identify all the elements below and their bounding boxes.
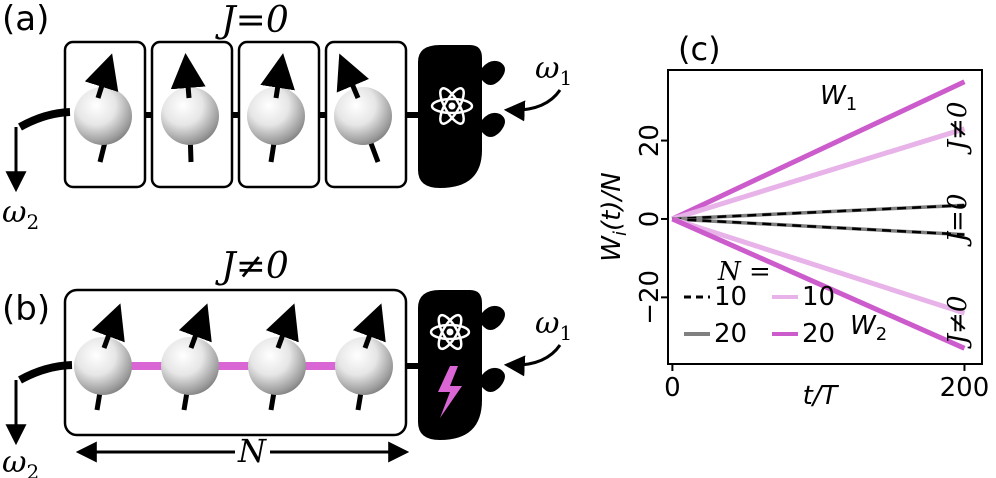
length-label: N — [237, 432, 267, 470]
spin-4 — [334, 53, 392, 163]
label-j-zero: J=0 — [943, 194, 973, 248]
x-axis-label: t/T — [803, 381, 840, 411]
legend-label-3: 20 — [802, 319, 835, 349]
spin-b2 — [161, 303, 219, 411]
y-axis-label: Wi(t)/N — [597, 172, 631, 261]
omega1-b: ω1 — [535, 306, 572, 345]
series-line-6 — [671, 216, 966, 316]
atom-icon — [430, 87, 474, 125]
label-w1: W1 — [820, 81, 857, 115]
panel-b: (b) J≠0 ω2 — [2, 246, 572, 478]
series-line-3 — [672, 203, 965, 221]
label-w2: W2 — [850, 311, 887, 345]
drive-device-b — [418, 290, 505, 440]
series-line-7 — [671, 216, 966, 351]
plot-frame — [667, 69, 983, 365]
drive-wire-b — [18, 361, 73, 384]
panel-a: (a) J=0 ω2 — [2, 0, 572, 234]
panel-a-label: (a) — [2, 0, 49, 39]
spin-b4 — [335, 303, 393, 411]
omega2-b: ω2 — [2, 445, 39, 478]
legend-title: N = — [717, 257, 771, 287]
spin-b1 — [74, 303, 132, 411]
series-line-5 — [672, 217, 965, 236]
spin-2 — [161, 53, 219, 163]
y-tick-label: 0 — [635, 211, 665, 228]
spin-b3 — [248, 303, 306, 411]
panel-b-title: J≠0 — [214, 246, 289, 287]
legend-label-0: 10 — [714, 282, 747, 312]
panel-a-title: J=0 — [214, 0, 289, 41]
lightning-icon — [438, 366, 462, 418]
coupled-box — [63, 288, 408, 437]
panel-c-label: (c) — [678, 30, 721, 68]
drive-device-a — [418, 45, 505, 188]
series-line-0 — [671, 79, 966, 222]
legend-label-2: 20 — [714, 319, 747, 349]
legend-label-1: 10 — [802, 282, 835, 312]
drive-wire-a — [18, 108, 71, 131]
omega1-a: ω1 — [535, 51, 572, 90]
x-tick-label: 200 — [940, 373, 990, 403]
atom-icon — [429, 313, 471, 351]
panel-b-label: (b) — [2, 289, 50, 329]
omega1-arrow-a — [503, 89, 562, 122]
label-j-neq-top: J≠0 — [943, 102, 973, 156]
y-tick-label: −20 — [635, 270, 665, 325]
spin-1 — [74, 53, 132, 163]
label-j-neq-bottom: J≠0 — [943, 296, 973, 350]
series-line-1 — [671, 126, 966, 222]
y-tick-label: 20 — [635, 124, 665, 157]
spin-3 — [247, 53, 305, 163]
omega1-arrow-b — [503, 344, 562, 377]
omega2-a: ω2 — [2, 195, 39, 234]
x-tick-label: 0 — [664, 373, 681, 403]
